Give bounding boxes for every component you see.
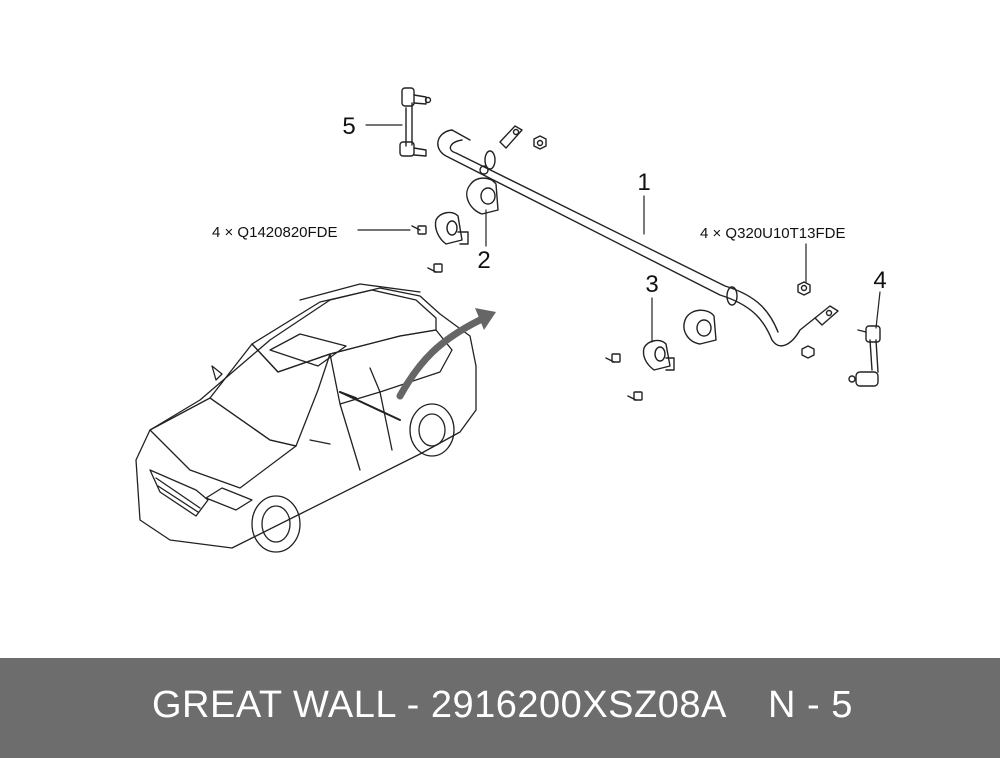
footer-page-code: N - 5: [768, 684, 853, 726]
vehicle-illustration: [135, 283, 477, 553]
nut-part: [797, 281, 811, 296]
bolt-reference-label: 4 × Q1420820FDE: [212, 224, 338, 241]
stabilizer-bar: [437, 125, 839, 347]
bolt-set: [411, 225, 643, 401]
location-arrow: [396, 308, 496, 400]
callout-4: 4: [873, 267, 886, 294]
stabilizer-link-4: [848, 325, 881, 387]
footer-bar: GREAT WALL - 2916200XSZ08A N - 5: [0, 658, 1000, 758]
callout-2: 2: [477, 247, 490, 274]
bushing-3: [642, 309, 815, 371]
nut-reference-label: 4 × Q320U10T13FDE: [700, 225, 846, 242]
footer-brand-part-number: GREAT WALL - 2916200XSZ08A: [152, 684, 727, 726]
parts-diagram: 1 2 3 4 5 4 × Q1420820FDE 4 × Q320U10T13…: [135, 87, 887, 553]
callout-5: 5: [342, 113, 355, 140]
stabilizer-link-5: [399, 87, 432, 157]
bushing-2: [434, 135, 547, 245]
leader-lines: [357, 124, 881, 343]
callout-1: 1: [637, 169, 650, 196]
callout-3: 3: [645, 271, 658, 298]
